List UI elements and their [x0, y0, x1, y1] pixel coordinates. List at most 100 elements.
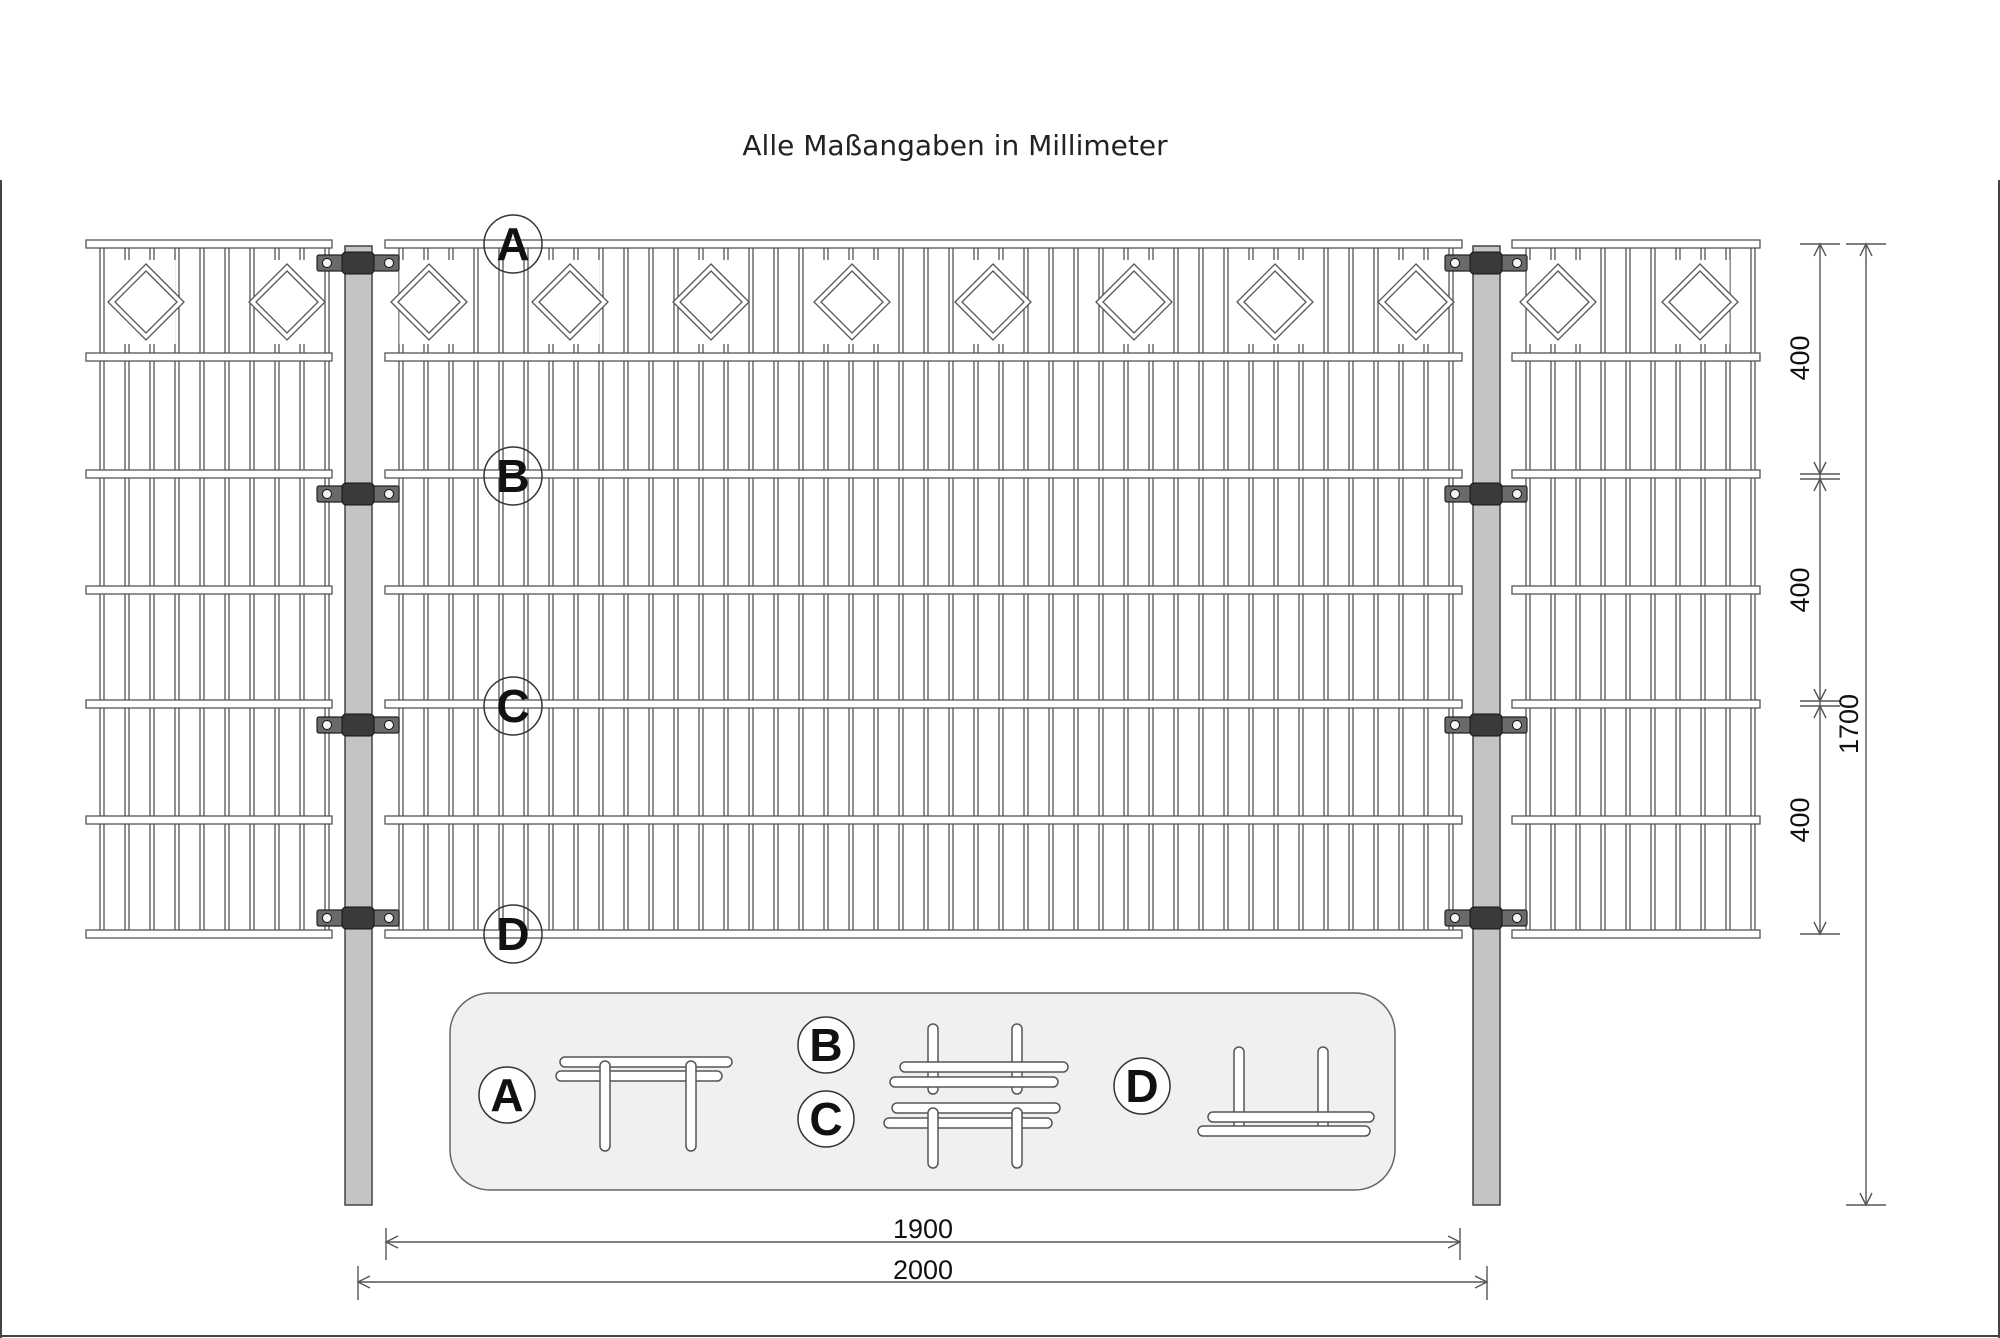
dimension-1900: 1900 [893, 1214, 953, 1244]
detail-b: B [797, 1016, 1069, 1095]
decor-diamond [1377, 260, 1455, 344]
horizontal-rail [85, 929, 333, 939]
diamond-outer [813, 263, 891, 341]
fence-panel-3 [1511, 239, 1761, 939]
dimension-400-bottom: 400 [1785, 797, 1815, 842]
horizontal-rail [384, 699, 1463, 709]
decor-diamond [531, 260, 609, 344]
clamp-body [1469, 251, 1503, 275]
diamond-outer [1519, 263, 1597, 341]
rail-label-d: D [483, 904, 543, 964]
clamp-body [341, 251, 375, 275]
horizontal-rail [1511, 585, 1761, 595]
rail-label-a: A [483, 214, 543, 274]
page-title: Alle Maßangaben in Millimeter [742, 129, 1168, 162]
decor-diamond [1095, 260, 1173, 344]
fence-panels [85, 239, 1761, 939]
diamond-outer [1095, 263, 1173, 341]
diamond-inner [538, 270, 602, 334]
decor-diamond [1519, 260, 1597, 344]
dimension-2000: 2000 [893, 1255, 953, 1285]
horizontal-rail [1511, 352, 1761, 362]
dimension-1700: 1700 [1834, 694, 1864, 754]
detail-c-label: C [809, 1093, 842, 1145]
height-dimensions [1800, 242, 1886, 1207]
clamp-bolt [384, 258, 394, 268]
diamond-outer [531, 263, 609, 341]
decor-diamond [672, 260, 750, 344]
diamond-outer [1377, 263, 1455, 341]
diamond-outer [1661, 263, 1739, 341]
horizontal-rail [384, 469, 1463, 479]
diamond-inner [1243, 270, 1307, 334]
post-clamp [1444, 713, 1528, 737]
clamp-bolt [1512, 489, 1522, 499]
horizontal-rail [85, 585, 333, 595]
clamp-bolt [322, 720, 332, 730]
detail-a-label: A [490, 1069, 523, 1121]
diamond-inner [961, 270, 1025, 334]
diamond-inner [255, 270, 319, 334]
clamp-bolt [1450, 489, 1460, 499]
diamond-inner [1102, 270, 1166, 334]
horizontal-rail [384, 585, 1463, 595]
clamp-bolt [384, 913, 394, 923]
clamp-bolt [322, 913, 332, 923]
diamond-outer [1236, 263, 1314, 341]
detail-b-label: B [809, 1019, 842, 1071]
width-dimensions [356, 1228, 1489, 1300]
rail-label-b-text: B [496, 450, 529, 502]
clamp-body [1469, 713, 1503, 737]
detail-inset: A B C [449, 992, 1396, 1191]
dimension-400-top: 400 [1785, 335, 1815, 380]
clamp-bolt [322, 258, 332, 268]
horizontal-rail [384, 239, 1463, 249]
decor-diamond [390, 260, 468, 344]
horizontal-rail [85, 815, 333, 825]
horizontal-rail [85, 469, 333, 479]
detail-c: C [797, 1090, 1061, 1169]
clamp-body [341, 482, 375, 506]
rail-label-d-text: D [496, 908, 529, 960]
dimension-400-middle: 400 [1785, 567, 1815, 612]
post-clamp [316, 251, 400, 275]
post-clamp [1444, 906, 1528, 930]
clamp-bolt [1450, 913, 1460, 923]
decor-diamond [248, 260, 326, 344]
diamond-inner [1526, 270, 1590, 334]
post-clamp [316, 906, 400, 930]
detail-d: D [1113, 1046, 1375, 1137]
clamp-bolt [384, 720, 394, 730]
rail-label-b: B [483, 446, 543, 506]
clamp-body [341, 713, 375, 737]
horizontal-rail [85, 239, 333, 249]
clamp-bolt [1450, 720, 1460, 730]
decor-diamond [1661, 260, 1739, 344]
clamp-bolt [1512, 913, 1522, 923]
detail-a: A [478, 1056, 733, 1152]
horizontal-rail [384, 815, 1463, 825]
clamp-body [341, 906, 375, 930]
diamond-outer [107, 263, 185, 341]
diamond-inner [679, 270, 743, 334]
post-clamp [316, 482, 400, 506]
horizontal-rail [85, 699, 333, 709]
decor-diamond [954, 260, 1032, 344]
post-clamp [316, 713, 400, 737]
clamp-body [1469, 906, 1503, 930]
diamond-inner [114, 270, 178, 334]
horizontal-rail [85, 352, 333, 362]
diamond-inner [820, 270, 884, 334]
rail-label-a-text: A [496, 218, 529, 270]
clamp-bolt [1450, 258, 1460, 268]
decor-diamond [107, 260, 185, 344]
diamond-outer [248, 263, 326, 341]
diamond-inner [1668, 270, 1732, 334]
rail-label-c: C [483, 676, 543, 736]
horizontal-rail [384, 929, 1463, 939]
fence-panel-2 [384, 239, 1463, 939]
clamp-bolt [1512, 720, 1522, 730]
horizontal-rail [1511, 469, 1761, 479]
post-clamps [316, 251, 1528, 930]
